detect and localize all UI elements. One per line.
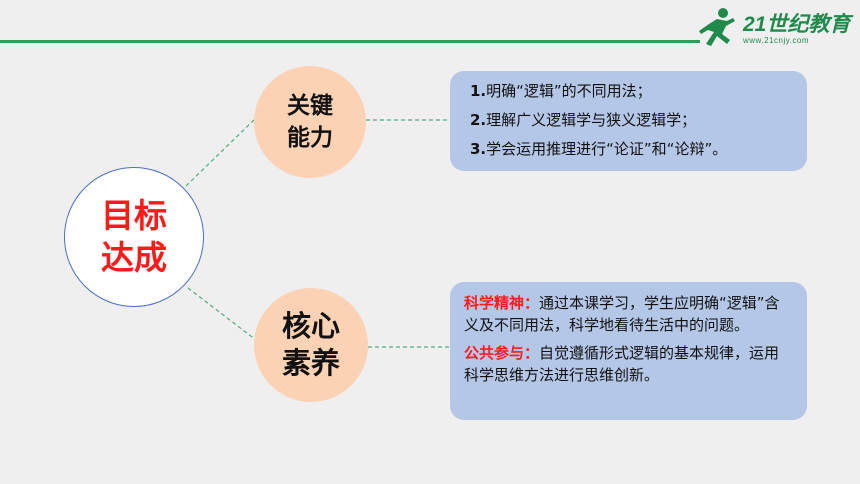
logo-url: www.21cnjy.com bbox=[743, 36, 809, 45]
literacy-label: 公共参与： bbox=[464, 344, 540, 362]
core-literacy-circle: 核心 素养 bbox=[254, 288, 368, 402]
key-ability-line1: 关键 bbox=[287, 93, 333, 119]
key-ability-line2: 能力 bbox=[287, 125, 333, 151]
literacy-label: 科学精神： bbox=[464, 294, 540, 312]
ability-item: 1.明确“逻辑”的不同用法； bbox=[470, 82, 652, 100]
connector-center-literacy bbox=[187, 287, 257, 341]
runner-icon bbox=[699, 8, 735, 46]
goal-circle: 目标 达成 bbox=[64, 167, 204, 307]
literacy-item-science: 科学精神：通过本课学习，学生应明确“逻辑”含义及不同用法，科学地看待生活中的问题… bbox=[464, 294, 780, 334]
key-ability-circle: 关键 能力 bbox=[254, 66, 366, 178]
ability-item: 3.学会运用推理进行“论证”和“论辩”。 bbox=[470, 140, 728, 158]
header-divider bbox=[0, 40, 700, 43]
connector-center-ability bbox=[185, 117, 257, 187]
goal-title-line2: 达成 bbox=[101, 238, 167, 277]
core-literacy-line2: 素养 bbox=[281, 346, 340, 380]
ability-box: 1.明确“逻辑”的不同用法； 2.理解广义逻辑学与狭义逻辑学； 3.学会运用推理… bbox=[450, 71, 807, 171]
logo: 21世纪教育 www.21cnjy.com bbox=[695, 6, 855, 50]
goal-title-line1: 目标 bbox=[101, 196, 167, 235]
logo-text: 21世纪教育 bbox=[743, 13, 851, 36]
literacy-box: 科学精神：通过本课学习，学生应明确“逻辑”含义及不同用法，科学地看待生活中的问题… bbox=[450, 282, 807, 420]
literacy-item-public: 公共参与：自觉遵循形式逻辑的基本规律，运用科学思维方法进行思维创新。 bbox=[464, 344, 780, 384]
core-literacy-line1: 核心 bbox=[281, 309, 340, 343]
ability-item: 2.理解广义逻辑学与狭义逻辑学； bbox=[470, 111, 697, 129]
